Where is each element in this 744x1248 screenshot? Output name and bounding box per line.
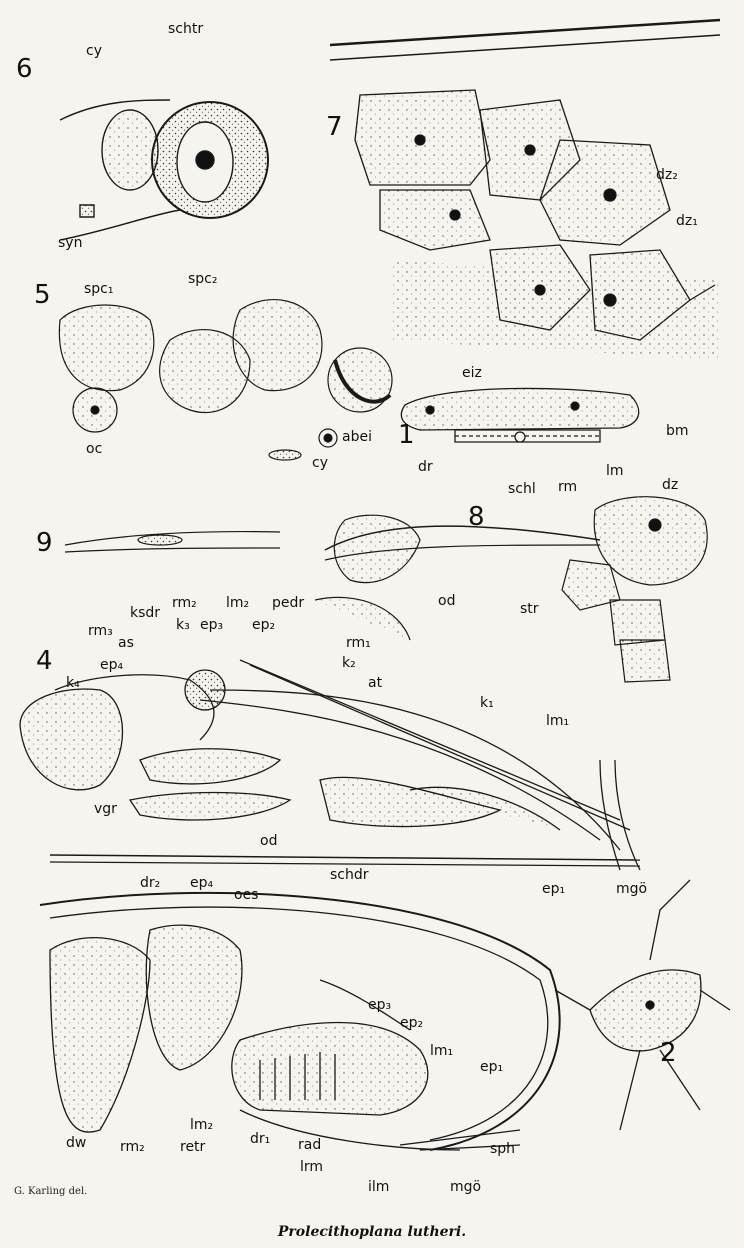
- label-ep3: ep₃: [200, 617, 224, 633]
- label-lm2-2: lm₂: [190, 1117, 214, 1133]
- figure-8-drawing: [314, 496, 708, 683]
- figure-number-7: 7: [326, 112, 343, 142]
- label-ep4: ep₄: [100, 657, 124, 673]
- figure-number-4: 4: [36, 646, 53, 676]
- label-abei: abei: [342, 429, 372, 445]
- label-ep2-2: ep₂: [400, 1015, 424, 1031]
- label-lrm: lrm: [300, 1159, 324, 1175]
- label-mgo: mgö: [616, 881, 648, 897]
- label-rad: rad: [298, 1137, 322, 1153]
- label-ep1-2: ep₁: [480, 1059, 504, 1075]
- label-od-4: od: [260, 833, 278, 849]
- figure-number-9: 9: [36, 528, 53, 558]
- figure-5-drawing: [58, 299, 393, 461]
- figure-2-drawing: [39, 879, 731, 1151]
- label-ep2: ep₂: [252, 617, 276, 633]
- label-ep4-2: ep₄: [190, 875, 214, 891]
- label-rm3: rm₃: [88, 623, 113, 639]
- label-schtr: schtr: [168, 21, 204, 37]
- figure-number-8: 8: [468, 502, 485, 532]
- label-k2: k₂: [342, 655, 356, 671]
- figure-1-drawing: [400, 387, 640, 443]
- label-str: str: [520, 601, 539, 617]
- label-vgr: vgr: [94, 801, 117, 817]
- figure-number-2: 2: [660, 1038, 677, 1068]
- label-k3: k₃: [176, 617, 190, 633]
- label-cy-5: cy: [312, 455, 328, 471]
- label-syn: syn: [58, 235, 83, 251]
- label-dz: dz: [662, 477, 679, 493]
- figure-number-5: 5: [34, 280, 51, 310]
- label-as: as: [118, 635, 134, 651]
- label-dr: dr: [418, 459, 433, 475]
- artist-credit: G. Karling del.: [14, 1186, 88, 1197]
- figure-number-6: 6: [16, 54, 33, 84]
- figure-7-drawing: [329, 18, 721, 360]
- label-at: at: [368, 675, 383, 691]
- figure-9-drawing: [64, 530, 281, 553]
- label-ep1: ep₁: [542, 881, 566, 897]
- label-dr2: dr₂: [140, 875, 161, 891]
- label-rm2: rm₂: [172, 595, 197, 611]
- label-lm2: lm₂: [226, 595, 250, 611]
- label-od: od: [438, 593, 456, 609]
- label-eiz: eiz: [462, 365, 482, 381]
- figure-6-drawing: [59, 99, 269, 241]
- plate-caption: Prolecithoplana lutheri.: [277, 1224, 467, 1240]
- label-retr: retr: [180, 1139, 206, 1155]
- label-rm1: rm₁: [346, 635, 371, 651]
- label-ilm: ilm: [368, 1179, 390, 1195]
- label-schl: schl: [508, 481, 536, 497]
- label-ksdr: ksdr: [130, 605, 161, 621]
- label-k4: k₄: [66, 675, 80, 691]
- label-cy: cy: [86, 43, 102, 59]
- label-lm1: lm₁: [546, 713, 570, 729]
- label-rm: rm: [558, 479, 578, 495]
- label-pedr: pedr: [272, 595, 305, 611]
- label-dz1: dz₁: [676, 213, 698, 229]
- label-mgo-2: mgö: [450, 1179, 482, 1195]
- label-dz2: dz₂: [656, 167, 678, 183]
- label-sph: sph: [490, 1141, 516, 1157]
- label-lm: lm: [606, 463, 624, 479]
- label-bm: bm: [666, 423, 689, 439]
- label-ep3-2: ep₃: [368, 997, 392, 1013]
- label-oes: oes: [234, 887, 259, 903]
- figure-4-drawing: [19, 659, 641, 871]
- label-spc2: spc₂: [188, 271, 218, 287]
- label-spc1: spc₁: [84, 281, 114, 297]
- label-k1: k₁: [480, 695, 494, 711]
- label-oc: oc: [86, 441, 103, 457]
- figure-number-1: 1: [398, 420, 415, 450]
- label-rm2-2: rm₂: [120, 1139, 145, 1155]
- label-lm1-2: lm₁: [430, 1043, 454, 1059]
- label-dr1: dr₁: [250, 1131, 271, 1147]
- label-schdr-4: schdr: [330, 867, 369, 883]
- label-dw: dw: [66, 1135, 87, 1151]
